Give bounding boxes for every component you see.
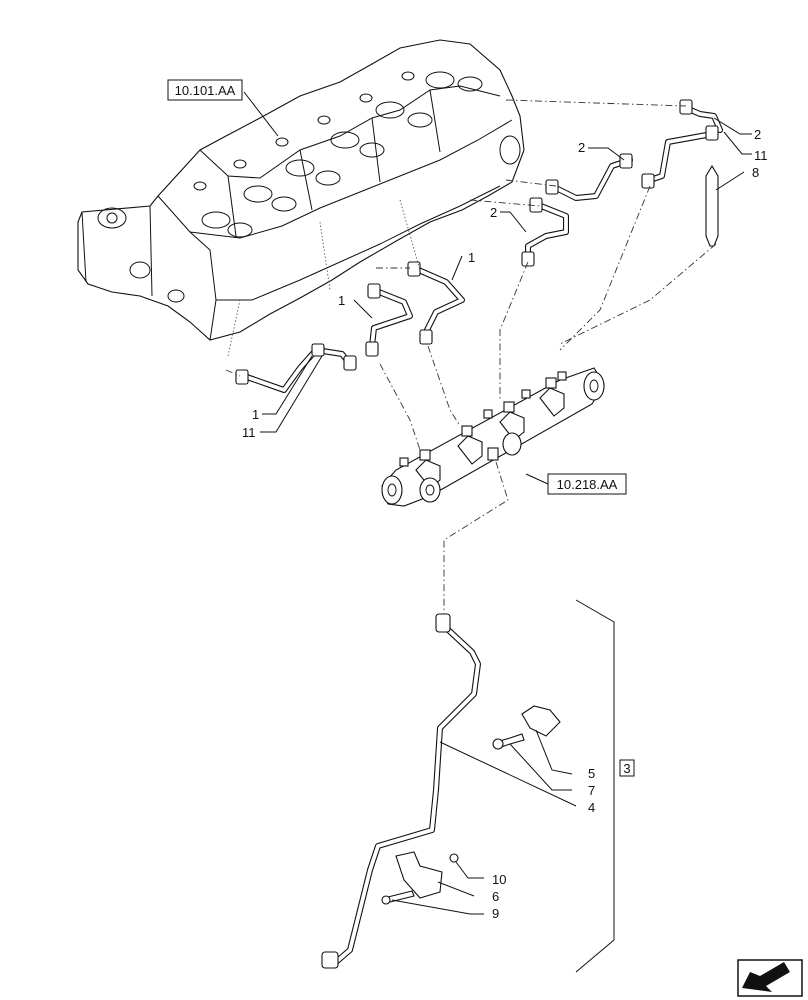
ref-box-group[interactable]: 3 [619,759,635,777]
callout-labels: 2 11 8 2 2 1 1 1 11 5 7 4 10 6 9 [242,127,768,921]
ref-box-cylinder-head[interactable]: 10.101.AA [167,79,243,101]
fuel-rail-illustration [381,367,605,507]
callout-2-top: 2 [754,127,761,142]
callout-6: 6 [492,889,499,904]
cylinder-head-illustration [77,39,525,341]
reference-lines [225,99,717,618]
ref-box-fuel-rail[interactable]: 10.218.AA [547,473,627,495]
leader-lines [243,91,752,973]
callout-2-mid: 2 [578,140,585,155]
callout-1-right: 1 [468,250,475,265]
injector-pipes-group [235,99,723,393]
callout-10: 10 [492,872,506,887]
callout-1-left: 1 [252,407,259,422]
callout-1-mid: 1 [338,293,345,308]
arrow-prev-icon[interactable] [737,959,803,997]
callout-9: 9 [492,906,499,921]
ref-label-fuel-rail: 10.218.AA [557,477,618,492]
callout-4: 4 [588,800,595,815]
callout-5: 5 [588,766,595,781]
ref-label-cylinder-head: 10.101.AA [175,83,236,98]
callout-2-low: 2 [490,205,497,220]
callout-11-top: 11 [754,148,768,163]
callout-8: 8 [752,165,759,180]
fuel-supply-line-illustration [321,613,561,969]
callout-7: 7 [588,783,595,798]
callout-11-left: 11 [242,425,256,440]
ref-label-group: 3 [623,761,630,776]
